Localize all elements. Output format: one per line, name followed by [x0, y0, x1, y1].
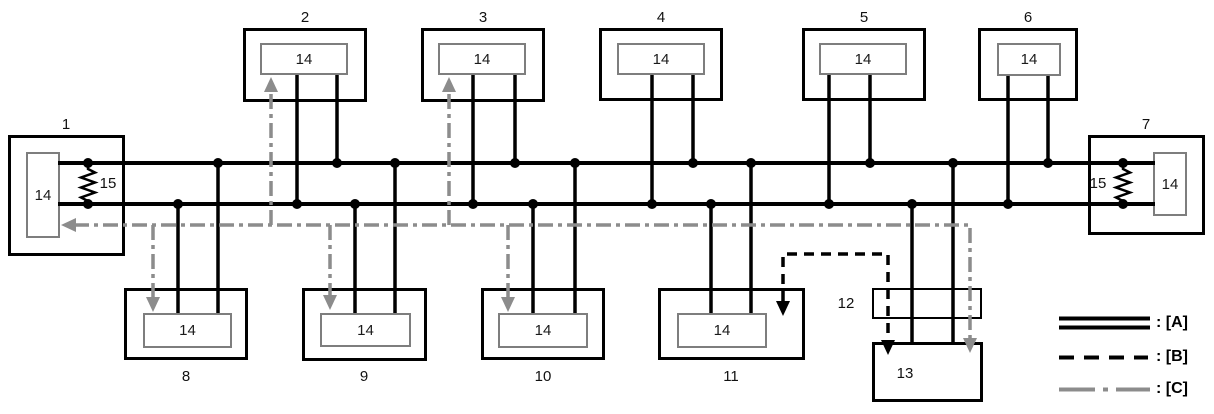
node-label-11: 11: [723, 368, 739, 385]
module-label-6: 14: [1020, 51, 1038, 68]
node-box-7: [1088, 135, 1205, 235]
module-box-3: 14: [438, 43, 526, 75]
module-box-5: 14: [819, 43, 907, 75]
node-label-2: 2: [300, 9, 310, 26]
module-label-8: 14: [179, 322, 196, 339]
node-label-12: 12: [837, 295, 855, 312]
connector-box-12: [872, 288, 982, 319]
module-label-7: 14: [1161, 175, 1179, 193]
node-label-10: 10: [534, 368, 552, 385]
node-label-4: 4: [656, 9, 666, 26]
module-label-3: 14: [473, 50, 491, 68]
main-bus-lines: [58, 161, 1155, 206]
node-label-7: 7: [1141, 116, 1151, 133]
module-box-9: 14: [320, 313, 411, 347]
module-label-4: 14: [652, 50, 670, 68]
resistor-label-right: 15: [1089, 175, 1107, 192]
module-box-2: 14: [260, 43, 348, 75]
junction-dots: [83, 158, 1128, 209]
legend-line-a: [1059, 316, 1150, 330]
module-label-5: 14: [854, 50, 872, 68]
module-box-11: 14: [677, 313, 767, 348]
legend-label-c: : [C]: [1156, 380, 1188, 397]
module-label-1: 14: [34, 186, 52, 204]
node-label-6: 6: [1023, 9, 1033, 26]
legend-label-a: : [A]: [1156, 314, 1188, 331]
module-label-9: 14: [357, 321, 374, 339]
module-label-11: 14: [713, 322, 731, 339]
legend-label-b: : [B]: [1156, 348, 1188, 365]
node-box-1: [8, 135, 125, 256]
module-box-4: 14: [617, 43, 705, 75]
module-box-7: 14: [1153, 152, 1187, 216]
node-label-8: 8: [181, 368, 191, 385]
node-label-13: 13: [896, 365, 914, 382]
module-label-10: 14: [534, 322, 552, 339]
module-label-2: 14: [295, 50, 313, 68]
module-box-1: 14: [26, 152, 60, 238]
node-label-5: 5: [859, 9, 869, 26]
node-box-13: [872, 342, 983, 402]
node-label-9: 9: [359, 368, 369, 385]
resistor-label-left: 15: [99, 175, 117, 192]
module-box-10: 14: [498, 313, 588, 348]
node-label-3: 3: [478, 9, 488, 26]
module-box-6: 14: [997, 43, 1061, 76]
module-box-8: 14: [143, 313, 232, 348]
node-label-1: 1: [61, 116, 71, 133]
